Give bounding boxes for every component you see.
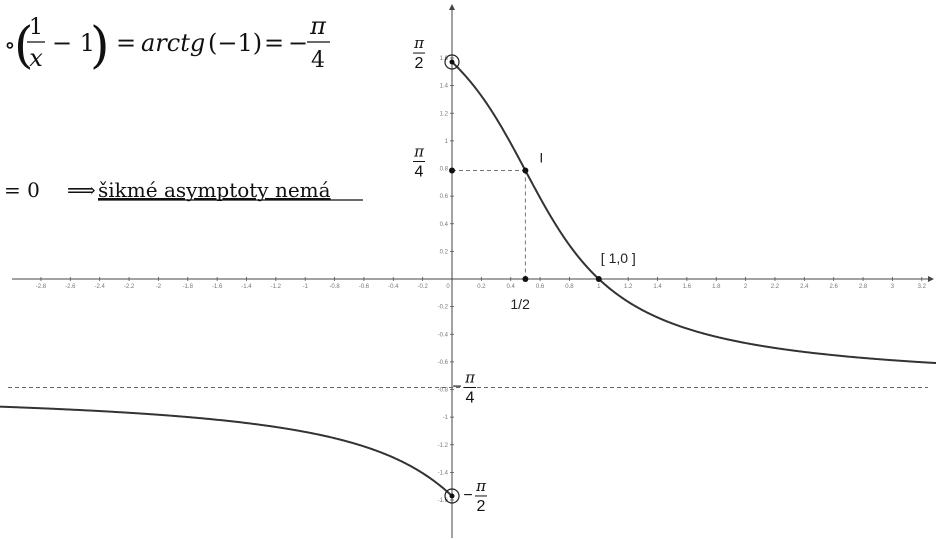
x-tick-label: -2.6	[65, 284, 76, 290]
point-circle	[444, 488, 460, 504]
formula-eq2: =	[264, 29, 284, 57]
formula-frac-den: x	[29, 44, 43, 72]
x-tick-label: 1.2	[624, 284, 633, 290]
y-label-num: π	[464, 368, 476, 386]
x-tick-label: 2.8	[859, 284, 868, 290]
formula-four: 4	[311, 48, 325, 73]
x-axis-arrow	[928, 276, 934, 282]
statement-lhs: = 0	[4, 178, 40, 202]
x-tick-label: -2.4	[95, 284, 106, 290]
x-tick-label: -1	[303, 284, 309, 290]
x-tick-label: 2.6	[830, 284, 839, 290]
x-tick-label: 1	[597, 284, 601, 290]
x-tick-label: -1.8	[183, 284, 194, 290]
x-tick-label: 0	[446, 284, 450, 290]
x-tick-label: 0.4	[507, 284, 516, 290]
y-tick-label: 1	[445, 139, 449, 145]
limit-formula: ∘ ( 1 x − 1 ) = arctg (−1) = − π 4	[4, 12, 330, 74]
y-label-num: π	[413, 34, 425, 52]
y-tick-label: -1.6	[438, 498, 449, 504]
y-tick-label: 0.2	[440, 249, 449, 255]
x-tick-label: -0.8	[329, 284, 340, 290]
formula-pi: π	[309, 12, 327, 40]
y-tick-label: 0.8	[440, 167, 449, 173]
statement-text: šikmé asymptoty nemá	[98, 178, 331, 202]
y-label-sign: −	[463, 487, 472, 504]
point-circle	[444, 54, 460, 70]
y-label-den: 2	[415, 55, 424, 72]
guide-lines	[8, 170, 928, 388]
x-tick-label: -0.6	[359, 284, 370, 290]
asymptote-statement: = 0 ⟹ šikmé asymptoty nemá	[4, 178, 363, 202]
y-label-den: 2	[477, 498, 486, 515]
y-tick-label: -0.4	[438, 332, 449, 338]
x-tick-label: -1.4	[241, 284, 252, 290]
y-tick-label: 1.4	[440, 84, 449, 90]
y-tick-label: -1.2	[438, 443, 449, 449]
x-tick-label: 0.6	[536, 284, 545, 290]
y-tick-label: 0.4	[440, 222, 449, 228]
point-label: [ 1,0 ]	[601, 250, 636, 266]
y-tick-label: 1.6	[440, 56, 449, 62]
x-tick-label: 0.8	[565, 284, 574, 290]
y-tick-label: 1.2	[440, 111, 449, 117]
point-label: 1/2	[510, 296, 530, 312]
formula-neg: −	[288, 29, 308, 57]
x-tick-label: 1.4	[653, 284, 662, 290]
formula-close-paren: )	[90, 16, 110, 74]
x-tick-label: 3	[891, 284, 895, 290]
x-tick-label: 1.6	[683, 284, 692, 290]
statement-arrow: ⟹	[67, 178, 96, 202]
x-tick-label: -1.6	[212, 284, 223, 290]
x-tick-label: 2.4	[800, 284, 809, 290]
point-dot	[449, 59, 455, 65]
point-label: I	[539, 150, 543, 166]
y-tick-label: -0.2	[438, 305, 449, 311]
x-tick-label: 2.2	[771, 284, 780, 290]
y-label-num: π	[413, 143, 425, 161]
x-tick-label: -1.2	[271, 284, 282, 290]
y-label-sign: −	[452, 378, 461, 395]
y-tick-label: -1.4	[438, 470, 449, 476]
y-axis-arrow	[449, 4, 455, 10]
x-tick-label: 2	[744, 284, 748, 290]
point-dot	[522, 276, 529, 282]
formula-func: arctg	[141, 29, 205, 57]
point-dot	[449, 167, 455, 174]
x-tick-label: 1.8	[712, 284, 721, 290]
formula-arg: (−1)	[208, 29, 262, 57]
x-tick-label: -2.2	[124, 284, 135, 290]
y-label-den: 4	[466, 389, 475, 406]
curves	[0, 61, 936, 497]
axes: -2.8 -2.6 -2.4 -2.2 -2 -1.8 -1.6 -1.4 -1.2 -1 -0.8…	[12, 4, 934, 538]
x-tick-label: -2.8	[36, 284, 47, 290]
formula-frac-num: 1	[29, 15, 43, 40]
x-tick-label: 0.2	[477, 284, 486, 290]
x-tick-label: 3.2	[918, 284, 927, 290]
y-tick-label: -0.6	[438, 360, 449, 366]
y-tick-label: 0.6	[440, 194, 449, 200]
point-dot	[522, 167, 529, 174]
y-label-num: π	[475, 477, 487, 495]
points: I [ 1,0 ] 1/2	[444, 54, 636, 504]
y-tick-label: -1	[443, 415, 449, 421]
formula-left-dot: ∘	[4, 31, 16, 59]
x-tick-label: -0.2	[417, 284, 428, 290]
curve-left-branch	[0, 405, 453, 497]
x-tick-label: -2	[156, 284, 162, 290]
formula-eq1: =	[116, 29, 136, 57]
formula-open-paren: (	[14, 16, 34, 74]
formula-minus-one: − 1	[52, 29, 95, 57]
y-label-den: 4	[415, 164, 424, 181]
curve-right-branch	[451, 61, 936, 365]
y-tick-label: -0.8	[438, 388, 449, 394]
x-tick-label: -0.4	[388, 284, 399, 290]
point-dot	[595, 276, 602, 282]
point-dot	[449, 493, 455, 499]
